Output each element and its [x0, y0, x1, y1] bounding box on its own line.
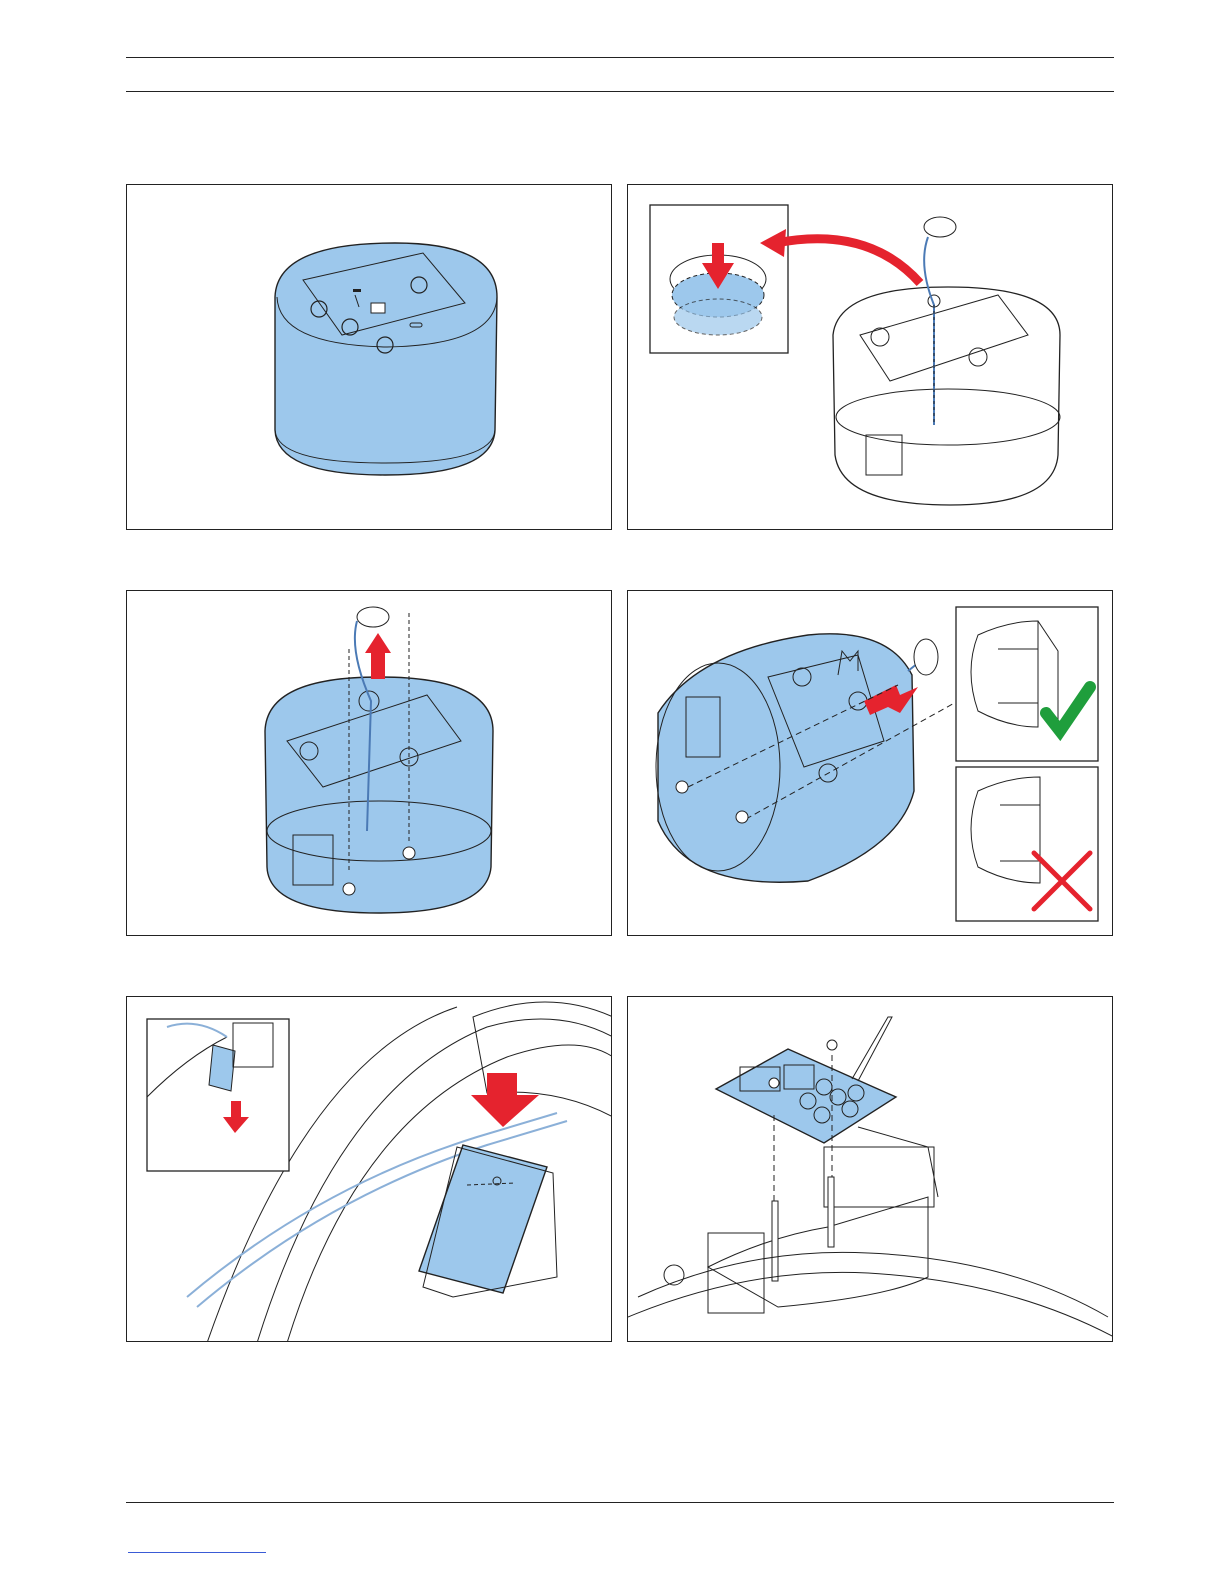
housing-insert-illustration	[628, 185, 1113, 530]
pcb-mount-illustration	[628, 997, 1113, 1342]
module-insert-illustration	[127, 997, 612, 1342]
step-1-panel	[126, 184, 612, 530]
step-6-panel	[627, 996, 1113, 1342]
step-5-panel	[126, 996, 612, 1342]
housing-illustration	[127, 185, 612, 530]
step-2-panel	[627, 184, 1113, 530]
housing-lift-illustration	[127, 591, 612, 936]
step-3-panel	[126, 590, 612, 936]
footer-rule	[126, 1502, 1114, 1503]
header-rule-bottom	[126, 91, 1114, 92]
housing-side-mount-illustration	[628, 591, 1113, 936]
step-4-panel	[627, 590, 1113, 936]
footer-link-underline[interactable]	[128, 1552, 266, 1553]
header-rule-top	[126, 57, 1114, 58]
